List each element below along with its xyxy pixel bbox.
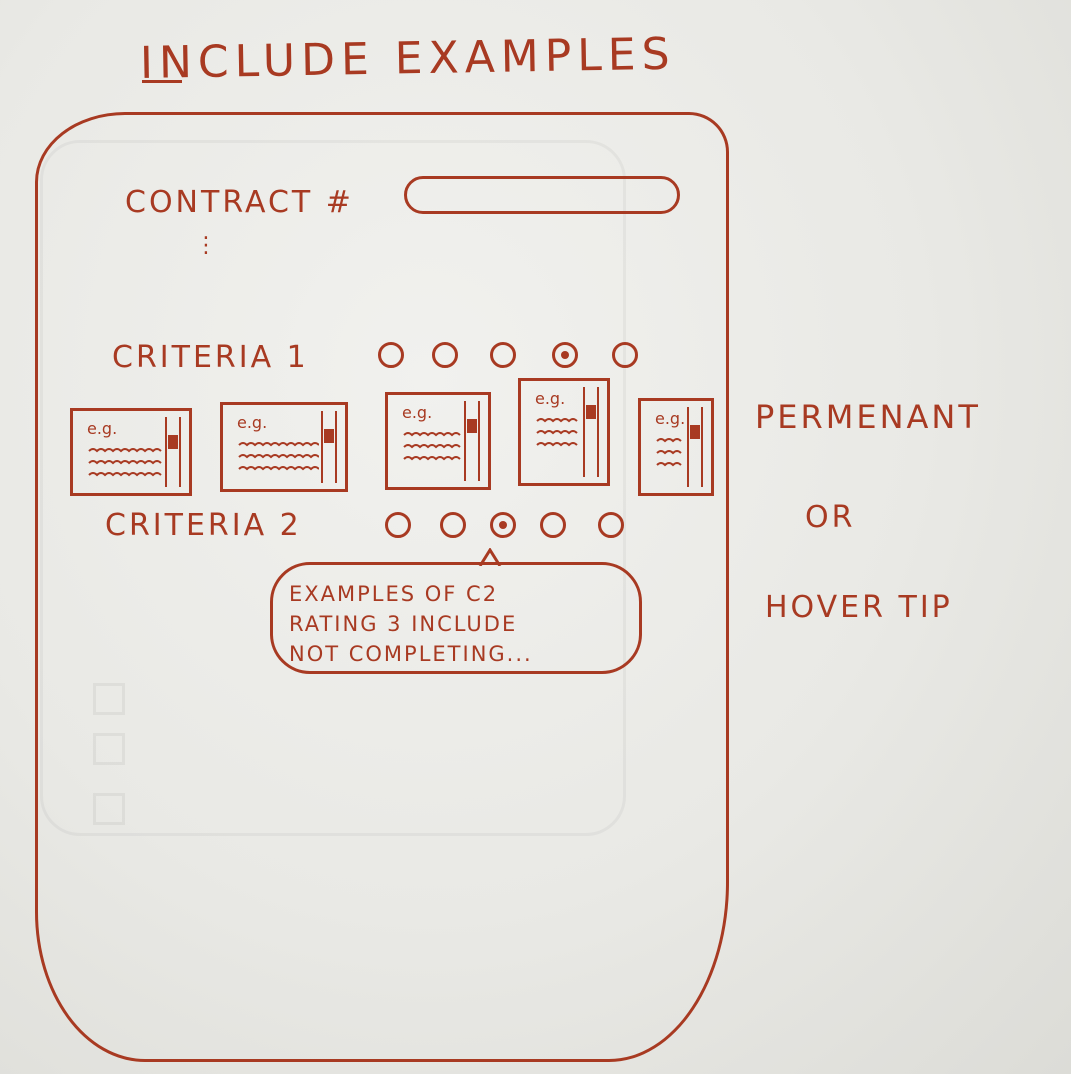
criteria-1-radio-1[interactable] [378, 342, 404, 368]
scribble-text-icon [238, 442, 319, 471]
example-card-label: e.g. [87, 419, 118, 438]
example-card-2: e.g. [220, 402, 348, 492]
scribble-text-icon [88, 448, 162, 477]
note-or: OR [805, 500, 856, 535]
scribble-text-icon [536, 418, 578, 447]
criteria-2-radio-3[interactable] [490, 512, 516, 538]
example-card-scrollbar[interactable] [321, 411, 337, 483]
criteria-2-radio-2[interactable] [440, 512, 466, 538]
criteria-2-radio-1[interactable] [385, 512, 411, 538]
contract-input[interactable] [404, 176, 680, 214]
example-card-scrollbar[interactable] [583, 387, 599, 477]
criteria-1-label: CRITERIA 1 [112, 340, 309, 375]
example-card-3: e.g. [385, 392, 491, 490]
note-hover-tip: HOVER TIP [765, 590, 953, 625]
contract-label: CONTRACT # [125, 185, 354, 220]
ghost-checkbox [93, 733, 125, 765]
criteria-1-radio-4[interactable] [552, 342, 578, 368]
example-card-label: e.g. [655, 409, 686, 428]
title-underline [142, 80, 182, 83]
vertical-ellipsis: ⋮ [195, 233, 217, 258]
criteria-1-radio-3[interactable] [490, 342, 516, 368]
page-title: INCLUDE EXAMPLES [139, 28, 676, 89]
example-card-1: e.g. [70, 408, 192, 496]
scribble-text-icon [656, 438, 682, 467]
note-permanent: PERMENANT [755, 398, 981, 436]
phone-frame [35, 112, 729, 1062]
example-card-4: e.g. [518, 378, 610, 486]
example-card-label: e.g. [402, 403, 433, 422]
example-card-scrollbar[interactable] [165, 417, 181, 487]
example-card-scrollbar[interactable] [464, 401, 480, 481]
example-card-5: e.g. [638, 398, 714, 496]
criteria-1-radio-2[interactable] [432, 342, 458, 368]
example-card-scrollbar[interactable] [687, 407, 703, 487]
scribble-text-icon [403, 432, 461, 461]
criteria-2-radio-4[interactable] [540, 512, 566, 538]
criteria-2-label: CRITERIA 2 [105, 508, 302, 543]
tooltip-pointer [478, 548, 502, 566]
ghost-checkbox [93, 793, 125, 825]
criteria-2-radio-5[interactable] [598, 512, 624, 538]
ghost-checkbox [93, 683, 125, 715]
example-card-label: e.g. [237, 413, 268, 432]
ghost-sketch [40, 140, 626, 836]
example-card-label: e.g. [535, 389, 566, 408]
tooltip-text: EXAMPLES OF C2 RATING 3 INCLUDE NOT COMP… [289, 582, 533, 666]
hover-tooltip: EXAMPLES OF C2 RATING 3 INCLUDE NOT COMP… [270, 562, 642, 674]
criteria-1-radio-5[interactable] [612, 342, 638, 368]
